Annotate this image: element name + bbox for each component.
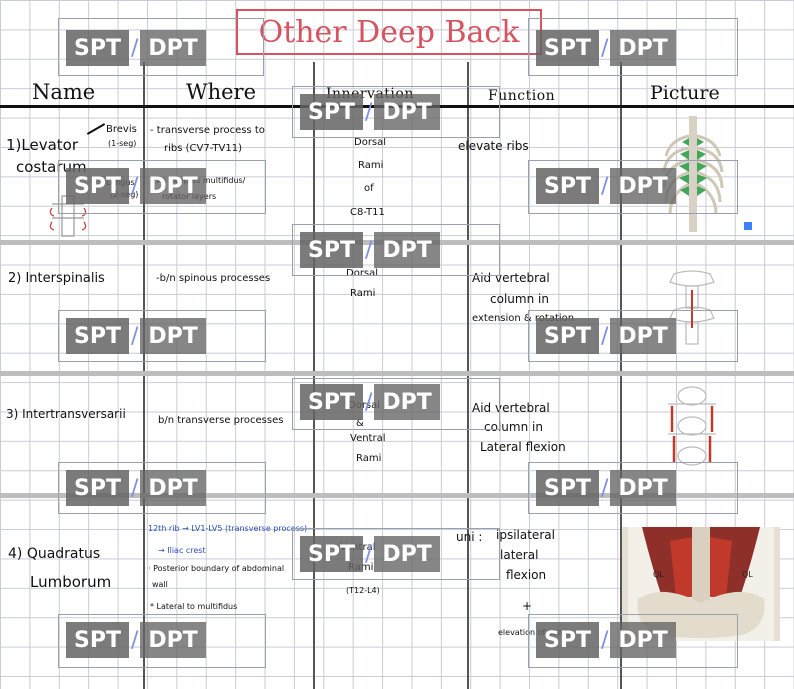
row3-where: b/n transverse processes: [158, 415, 284, 426]
watermark-frame: [528, 310, 738, 362]
row1-where-2: ribs (CV7-TV11): [164, 143, 242, 154]
row1-name: 1)Levator: [6, 136, 79, 154]
watermark-frame: [528, 614, 738, 668]
row4-where-2: → Iliac crest: [158, 546, 206, 555]
watermark-frame: [528, 462, 738, 514]
page-title: Other Deep Back: [236, 9, 542, 55]
row3-innervation-4: Rami: [356, 453, 382, 464]
row1-function: elevate ribs: [458, 139, 529, 153]
row3-function-3: Lateral flexion: [480, 440, 566, 454]
row3-function-2: column in: [484, 420, 543, 434]
row-separator: [0, 371, 794, 376]
header-name: Name: [32, 80, 96, 104]
row2-innervation-2: Rami: [350, 288, 376, 299]
header-picture: Picture: [650, 82, 720, 104]
row4-name-2: Lumborum: [30, 573, 112, 591]
row1-innervation-2: Rami: [358, 160, 384, 171]
watermark-frame: [292, 528, 500, 580]
ql-label-right: QL: [742, 570, 753, 579]
row2-where: -b/n spinous processes: [156, 273, 271, 284]
row1-brevis-seg: (1-seg): [108, 139, 137, 148]
row3-innervation-1: Dorsal: [348, 400, 381, 411]
watermark-frame: [58, 462, 266, 514]
watermark-frame: [528, 160, 738, 214]
row2-name: 2) Interspinalis: [8, 271, 105, 286]
watermark-frame: [292, 86, 500, 138]
row2-innervation-1: Dorsal: [346, 268, 379, 279]
branch-line: [86, 123, 106, 135]
interspinalis-image: [669, 270, 715, 345]
row1-innervation-1: Dorsal: [354, 137, 387, 148]
header-function: Function: [488, 88, 556, 104]
ql-label-left: QL: [653, 570, 664, 579]
row1-innervation-3: of: [364, 183, 374, 194]
row4-function-uni: uni :: [456, 530, 483, 544]
header-where: Where: [186, 80, 257, 104]
row4-function-1: ipsilateral: [496, 528, 555, 542]
row4-function-3: flexion: [506, 568, 547, 582]
row1-brevis: Brevis: [106, 124, 137, 135]
row4-where-4: wall: [152, 580, 168, 589]
watermark-frame: [292, 378, 500, 430]
row4-function-2: lateral: [500, 548, 539, 562]
row4-function-5: elevation of pelvis: [498, 628, 572, 637]
row1-where-1: - transverse process to: [150, 125, 265, 136]
row2-function-2: column in: [490, 292, 549, 306]
row4-name-1: 4) Quadratus: [8, 546, 101, 562]
row2-function-1: Aid vertebral: [472, 271, 550, 285]
watermark-frame: [58, 18, 264, 76]
row4-function-4: +: [522, 599, 533, 613]
watermark-frame: [292, 224, 500, 276]
row4-where-1: 12th rib → LV1-LV5 (transverse process): [148, 524, 308, 533]
resize-handle[interactable]: [744, 222, 752, 230]
row3-innervation-2: &: [356, 418, 364, 429]
row3-innervation-3: Ventral: [350, 433, 386, 444]
watermark-frame: [58, 614, 266, 668]
row3-function-1: Aid vertebral: [472, 401, 550, 415]
row3-name: 3) Intertransversarii: [6, 407, 126, 421]
row-separator: [0, 493, 794, 498]
watermark-frame: [528, 18, 738, 76]
intertransversarii-image: [668, 386, 716, 466]
watermark-frame: [58, 310, 266, 362]
row2-function-3: extension & rotation: [472, 313, 575, 324]
row1-innervation-4: C8-T11: [350, 207, 385, 218]
watermark-frame: [58, 160, 266, 214]
row4-innervation-note: (T12-L4): [346, 586, 380, 595]
row4-where-5: * Lateral to multifidus: [150, 602, 238, 611]
row4-where-3: · Posterior boundary of abdominal: [148, 564, 285, 573]
